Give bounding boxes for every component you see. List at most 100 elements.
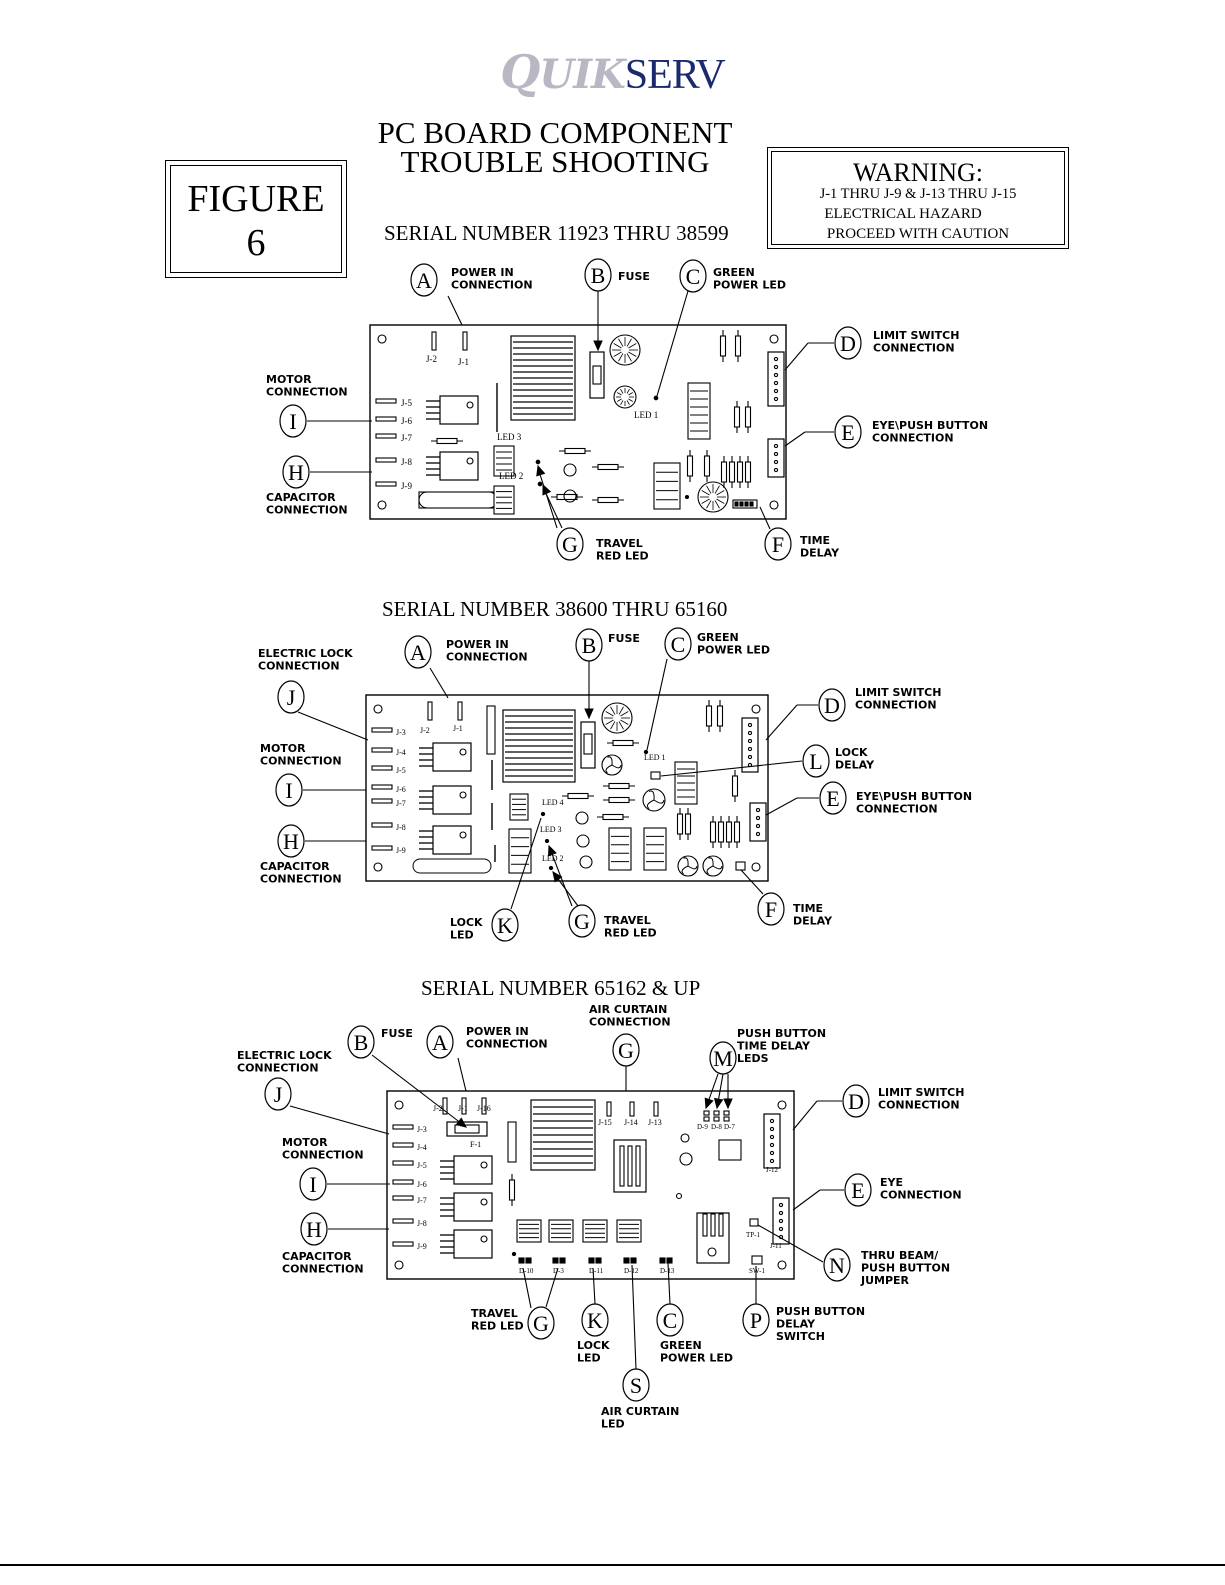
board-label: J-7: [396, 799, 406, 808]
leader-line: [620, 389, 624, 394]
jack-pin: [371, 845, 393, 851]
connector-pin: [769, 1126, 775, 1132]
voltage-regulator: [453, 1192, 493, 1222]
callout-circle: [819, 781, 847, 815]
header-connector: [763, 1113, 781, 1169]
led: [684, 494, 690, 500]
callout-letter: C: [671, 632, 686, 657]
leader-line: [701, 498, 710, 504]
callout-letter: B: [582, 633, 597, 658]
leader-line: [429, 667, 449, 699]
jack-pin: [461, 1097, 467, 1115]
callout-label: CONNECTION: [282, 1263, 364, 1276]
board-label: SW-1: [749, 1267, 765, 1275]
led: [623, 1257, 630, 1264]
board-label: J-3: [417, 1125, 427, 1134]
connector-pin: [773, 388, 779, 394]
callout-label: LED: [577, 1352, 601, 1365]
callout-letter: H: [283, 829, 299, 854]
figure-number: 6: [246, 222, 266, 264]
jack-pin: [392, 1160, 414, 1166]
mount-hole: [777, 1100, 787, 1110]
callout-label: CAPACITOR: [282, 1250, 352, 1263]
board-label: J-9: [417, 1242, 427, 1251]
leader-line: [784, 431, 806, 447]
mount-hole: [394, 1100, 404, 1110]
leader-line: [618, 706, 624, 715]
arrow-head: [547, 844, 557, 857]
board-label: J-2: [433, 1104, 443, 1113]
callout-circle: [664, 627, 692, 661]
leader-line: [628, 398, 633, 402]
bottom-rule: [0, 1564, 1225, 1566]
callout-label: GREEN: [660, 1339, 702, 1352]
callout-label: CONNECTION: [855, 699, 937, 712]
callout-label: POWER IN: [446, 638, 509, 651]
resistor: [733, 821, 741, 843]
board-2-serial: SERIAL NUMBER 38600 THRU 65160: [382, 597, 728, 621]
board-label: LED 1: [634, 410, 658, 420]
inductor-coil: [697, 481, 729, 513]
mount-hole: [777, 1260, 787, 1270]
callout-circle: [818, 688, 846, 722]
capacitor: [418, 491, 498, 509]
relay: [516, 1219, 542, 1243]
callout-circle: [277, 824, 305, 858]
callout-letter: G: [574, 909, 590, 934]
callout-label: LOCK: [450, 916, 483, 929]
led: [723, 1116, 730, 1122]
callout-label: JUMPER: [860, 1274, 910, 1287]
callout-letter: I: [309, 1172, 316, 1197]
callout-letter: D: [840, 331, 856, 356]
resistor: [705, 705, 713, 727]
connector-pin: [769, 1134, 775, 1140]
callout-label: EYE\PUSH BUTTON: [856, 790, 972, 803]
connector-pin: [747, 730, 753, 736]
connector-pin: [769, 1118, 775, 1124]
connector-pin: [755, 831, 761, 837]
resistor: [676, 813, 684, 835]
mount-hole: [751, 704, 761, 714]
leader-line: [626, 353, 632, 362]
board-label: J-1: [453, 724, 463, 733]
callout-label: FUSE: [618, 270, 650, 283]
callout-circle: [709, 1041, 737, 1075]
callout-letter: I: [289, 409, 296, 434]
board-label: J-4: [417, 1143, 427, 1152]
jumper-pin: [739, 501, 744, 507]
leader-line: [628, 392, 633, 396]
connector-pin: [773, 443, 779, 449]
ic-chip: [718, 1139, 742, 1161]
varistor-blade: [683, 857, 689, 867]
callout-label: POWER IN: [451, 266, 514, 279]
board-label: D-13: [660, 1267, 675, 1275]
leader-line: [626, 338, 632, 347]
callout-circle: [802, 744, 830, 778]
callout-label: POWER LED: [660, 1352, 733, 1365]
resistor: [597, 496, 619, 504]
callout-circle: [584, 258, 612, 292]
jack-pin: [371, 765, 393, 771]
board-label: LED 1: [644, 753, 666, 762]
header-connector: [741, 717, 759, 773]
ic-chip: [687, 382, 711, 440]
relay: [493, 445, 515, 477]
trimpot: [679, 1152, 693, 1166]
led: [588, 1257, 595, 1264]
callout-circle: [410, 263, 438, 297]
voltage-regulator: [439, 451, 479, 481]
leader-line: [610, 721, 616, 730]
leader-line: [592, 1267, 596, 1305]
leader-line: [620, 711, 629, 717]
callout-label: EYE: [880, 1176, 903, 1189]
resistor: [556, 493, 578, 501]
callout-circle: [426, 1025, 454, 1059]
jack-pin: [392, 1142, 414, 1148]
callout-label: CONNECTION: [872, 432, 954, 445]
